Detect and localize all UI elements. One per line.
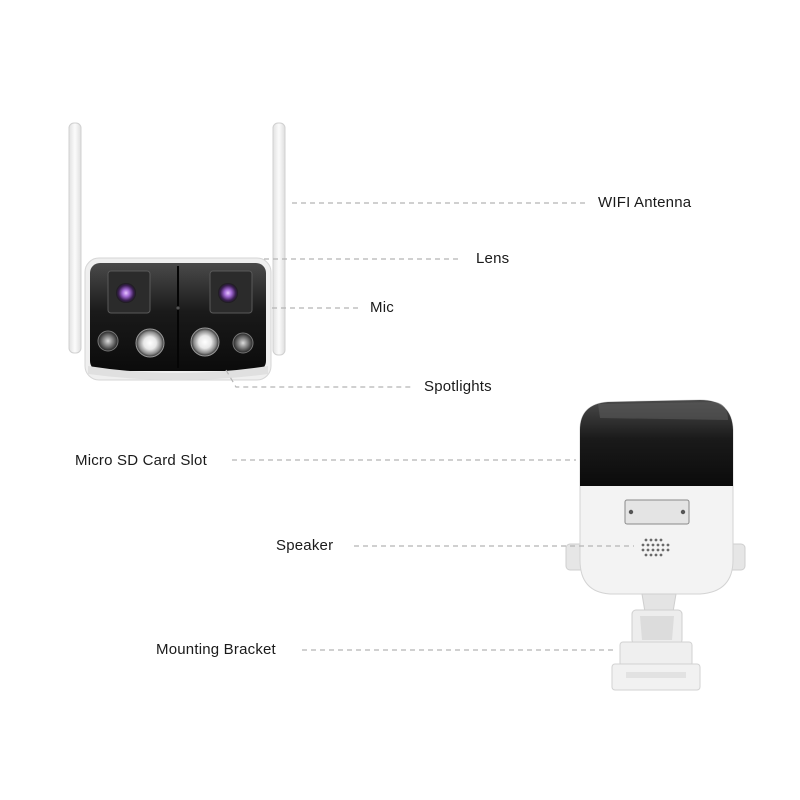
- label-micro-sd-card-slot: Micro SD Card Slot: [75, 452, 207, 469]
- label-mic: Mic: [370, 299, 394, 316]
- lens-right: [218, 283, 238, 303]
- lens-left: [116, 283, 136, 303]
- label-spotlights: Spotlights: [424, 378, 492, 395]
- right-antenna: [272, 122, 286, 356]
- mounting-bracket: [611, 593, 701, 691]
- left-antenna: [68, 122, 82, 354]
- label-mounting-bracket: Mounting Bracket: [156, 641, 276, 658]
- label-speaker: Speaker: [276, 537, 334, 554]
- label-lens: Lens: [476, 250, 510, 267]
- ir-led-left: [97, 330, 119, 352]
- speaker-grille: [641, 538, 670, 557]
- label-wifi-antenna: WIFI Antenna: [598, 194, 692, 211]
- spotlight-left: [135, 328, 165, 358]
- front-camera: [68, 122, 286, 381]
- rear-dark-cap: [580, 400, 733, 486]
- spotlight-right: [190, 327, 220, 357]
- leader-spotlights: [225, 369, 412, 388]
- ir-led-right: [232, 332, 254, 354]
- rear-camera: [565, 399, 746, 691]
- mic-hole: [176, 306, 180, 310]
- sd-card-slot: [624, 499, 690, 525]
- leader-lines: [225, 202, 634, 651]
